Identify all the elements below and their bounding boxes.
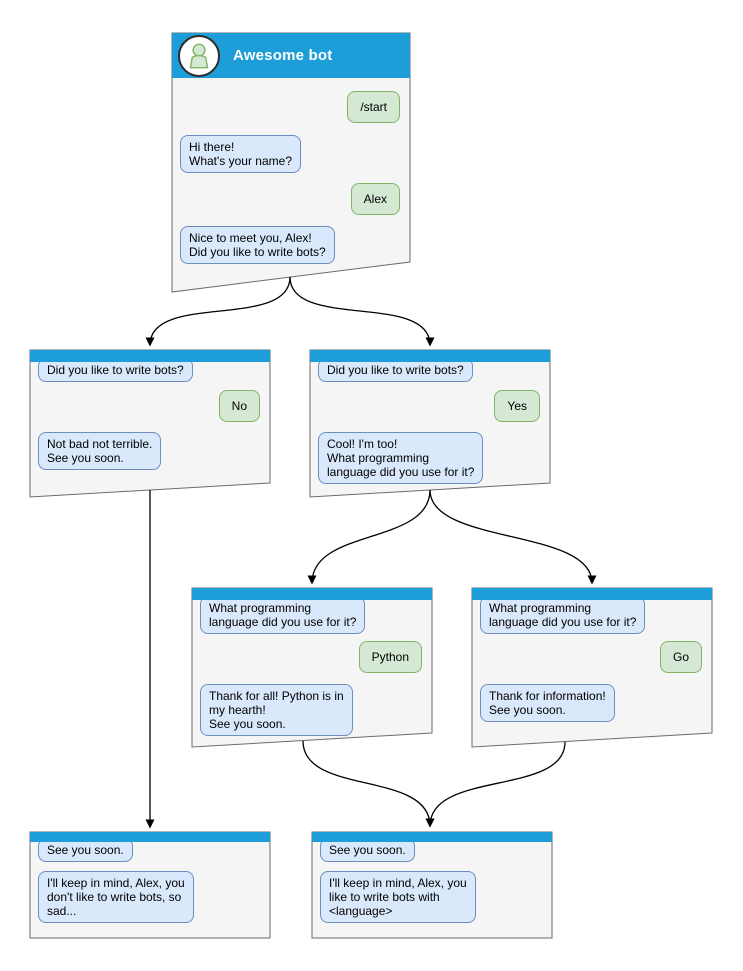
message-bubble-user: No	[218, 390, 260, 422]
chat-window-branch-no: Did you like to write bots? No Not bad n…	[30, 358, 270, 470]
bot-avatar	[178, 34, 220, 77]
message-bubble-bot: Cool! I'm too! What programming language…	[318, 432, 484, 484]
message-bubble-bot: What programming language did you use fo…	[480, 596, 646, 634]
message-bubble-user: Yes	[494, 390, 540, 422]
message-bubble-user: Python	[358, 641, 422, 673]
message-bubble-bot: I'll keep in mind, Alex, you like to wri…	[320, 871, 476, 923]
chat-header-main: Awesome bot	[172, 33, 410, 78]
arrow-yes-to-python	[307, 489, 431, 585]
arrow-main-to-no	[145, 276, 291, 347]
chat-header-end-yes	[312, 832, 552, 842]
chat-header-branch-no	[30, 350, 270, 362]
chat-window-main: /start Hi there! What's your name? Alex …	[172, 78, 410, 264]
message-bubble-bot: Thank for all! Python is in my hearth! S…	[200, 684, 353, 736]
person-icon	[189, 43, 209, 68]
chat-window-branch-yes: Did you like to write bots? Yes Cool! I'…	[310, 358, 550, 484]
arrow-go-to-end-yes	[425, 741, 566, 828]
message-bubble-user: /start	[347, 91, 400, 123]
chat-title: Awesome bot	[233, 47, 333, 64]
chat-header-branch-yes	[310, 350, 550, 362]
chat-header-branch-python	[192, 588, 432, 600]
chat-header-branch-go	[472, 588, 712, 600]
message-bubble-bot: Thank for information! See you soon.	[480, 684, 615, 722]
arrow-yes-to-go	[429, 489, 597, 585]
message-bubble-bot: Not bad not terrible. See you soon.	[38, 432, 162, 470]
chat-window-branch-go: What programming language did you use fo…	[472, 596, 712, 722]
message-bubble-bot: Hi there! What's your name?	[180, 135, 302, 173]
chat-header-end-no	[30, 832, 270, 842]
message-bubble-user: Alex	[350, 183, 400, 215]
chat-window-end-yes: See you soon. I'll keep in mind, Alex, y…	[312, 838, 552, 923]
message-bubble-bot: What programming language did you use fo…	[200, 596, 366, 634]
chat-window-branch-python: What programming language did you use fo…	[192, 596, 432, 736]
arrow-python-to-end-yes	[302, 740, 435, 828]
message-bubble-bot: I'll keep in mind, Alex, you don't like …	[38, 871, 194, 923]
chat-window-end-no: See you soon. I'll keep in mind, Alex, y…	[30, 838, 270, 923]
message-bubble-bot: Nice to meet you, Alex! Did you like to …	[180, 226, 335, 264]
message-bubble-bot: Did you like to write bots?	[318, 358, 473, 382]
message-bubble-user: Go	[659, 641, 702, 673]
message-bubble-bot: See you soon.	[38, 838, 133, 862]
arrow-main-to-yes	[289, 276, 435, 347]
